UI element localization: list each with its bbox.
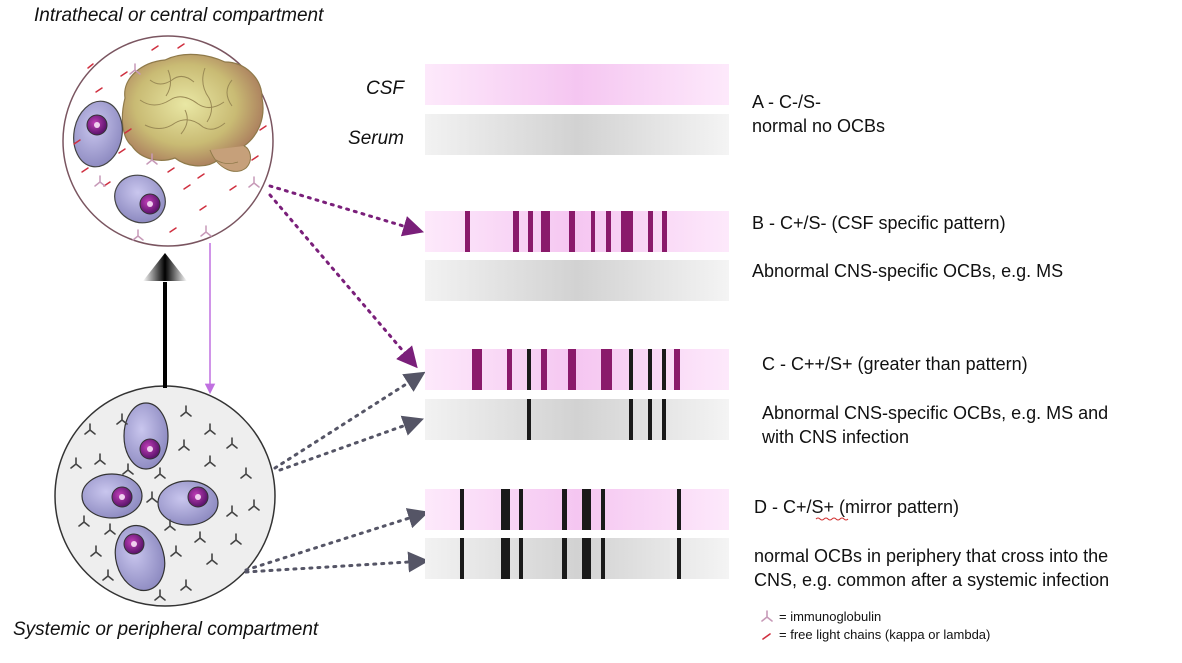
- band: [528, 211, 533, 252]
- plasma-cell: [73, 100, 123, 168]
- band: [601, 489, 605, 530]
- pattern-c-description-line2: with CNS infection: [762, 427, 910, 447]
- plasma-cell: [114, 174, 166, 224]
- band: [621, 211, 633, 252]
- band: [527, 399, 531, 440]
- band: [513, 211, 519, 252]
- oligoclonal-bands-d-csf: [460, 489, 681, 530]
- immunoglobulin-icon: [94, 63, 260, 241]
- band: [582, 538, 591, 579]
- band: [601, 349, 612, 390]
- band: [501, 489, 510, 530]
- immunoglobulin-icon: [70, 405, 260, 601]
- plasma-cell: [114, 524, 166, 592]
- legend-light-chain-icon: [762, 633, 771, 640]
- band: [472, 349, 482, 390]
- band: [662, 399, 666, 440]
- serum-lane: [425, 114, 729, 155]
- band: [629, 399, 633, 440]
- plasma-cell: [157, 480, 219, 526]
- band: [527, 349, 531, 390]
- oligoclonal-bands-c-csf: [472, 349, 680, 390]
- band: [562, 489, 567, 530]
- band: [674, 349, 680, 390]
- csf-lane: [425, 489, 729, 530]
- band: [662, 349, 666, 390]
- band: [501, 538, 510, 579]
- pattern-a-title: A - C-/S-: [752, 92, 822, 112]
- band: [601, 538, 605, 579]
- legend-light-chain-text: = free light chains (kappa or lambda): [779, 627, 991, 642]
- dotted-arrows: [244, 184, 430, 574]
- plasma-cell: [81, 473, 143, 519]
- band: [648, 211, 653, 252]
- oligoclonal-bands-b-csf: [465, 211, 667, 252]
- csf-lane: [425, 349, 729, 390]
- csf-lane: [425, 211, 729, 252]
- lanes-pattern-c: [425, 349, 729, 440]
- band: [541, 211, 550, 252]
- spellcheck-underline: [815, 517, 849, 521]
- serum-lane-label: Serum: [348, 128, 404, 149]
- band: [677, 538, 681, 579]
- csf-lane-label: CSF: [366, 78, 404, 99]
- band: [460, 489, 464, 530]
- band: [648, 349, 652, 390]
- band: [541, 349, 547, 390]
- legend-immunoglobulin-text: = immunoglobulin: [779, 609, 882, 624]
- peripheral-compartment-title: Systemic or peripheral compartment: [13, 619, 319, 640]
- pattern-c-title: C - C++/S+ (greater than pattern): [762, 354, 1028, 374]
- band: [465, 211, 470, 252]
- plasma-cell: [123, 402, 169, 470]
- peripheral-compartment: [54, 385, 276, 607]
- band: [648, 399, 652, 440]
- pattern-c-description-line1: Abnormal CNS-specific OCBs, e.g. MS and: [762, 403, 1109, 423]
- pattern-d-description-line2: CNS, e.g. common after a systemic infect…: [754, 570, 1110, 590]
- band: [606, 211, 611, 252]
- brain-icon: [121, 53, 264, 172]
- oligoclonal-bands-d-serum: [460, 538, 681, 579]
- legend-immunoglobulin-icon: [761, 610, 773, 622]
- band: [507, 349, 512, 390]
- band: [591, 211, 595, 252]
- oligoclonal-bands-c-serum: [527, 399, 666, 440]
- serum-lane: [425, 260, 729, 301]
- serum-lane: [425, 399, 729, 440]
- pattern-b-description: Abnormal CNS-specific OCBs, e.g. MS: [752, 261, 1064, 281]
- band: [519, 538, 523, 579]
- black-upward-arrow: [143, 253, 187, 388]
- pattern-d-title: D - C+/S+ (mirror pattern): [754, 497, 960, 517]
- csf-lane: [425, 64, 729, 105]
- central-compartment-title: Intrathecal or central compartment: [34, 5, 324, 26]
- lanes-pattern-b: [425, 211, 729, 301]
- lanes-pattern-a: [425, 64, 729, 155]
- central-compartment: [62, 35, 274, 247]
- pattern-a-description: normal no OCBs: [752, 116, 886, 136]
- band: [562, 538, 567, 579]
- band: [519, 489, 523, 530]
- band: [568, 349, 576, 390]
- pattern-b-title: B - C+/S- (CSF specific pattern): [752, 213, 1006, 233]
- lanes-pattern-d: [425, 489, 729, 579]
- band: [677, 489, 681, 530]
- band: [569, 211, 575, 252]
- band: [582, 489, 591, 530]
- band: [460, 538, 464, 579]
- light-chain-icon: [73, 43, 267, 233]
- serum-lane: [425, 538, 729, 579]
- band: [662, 211, 667, 252]
- band: [629, 349, 633, 390]
- pattern-d-description-line1: normal OCBs in periphery that cross into…: [754, 546, 1109, 566]
